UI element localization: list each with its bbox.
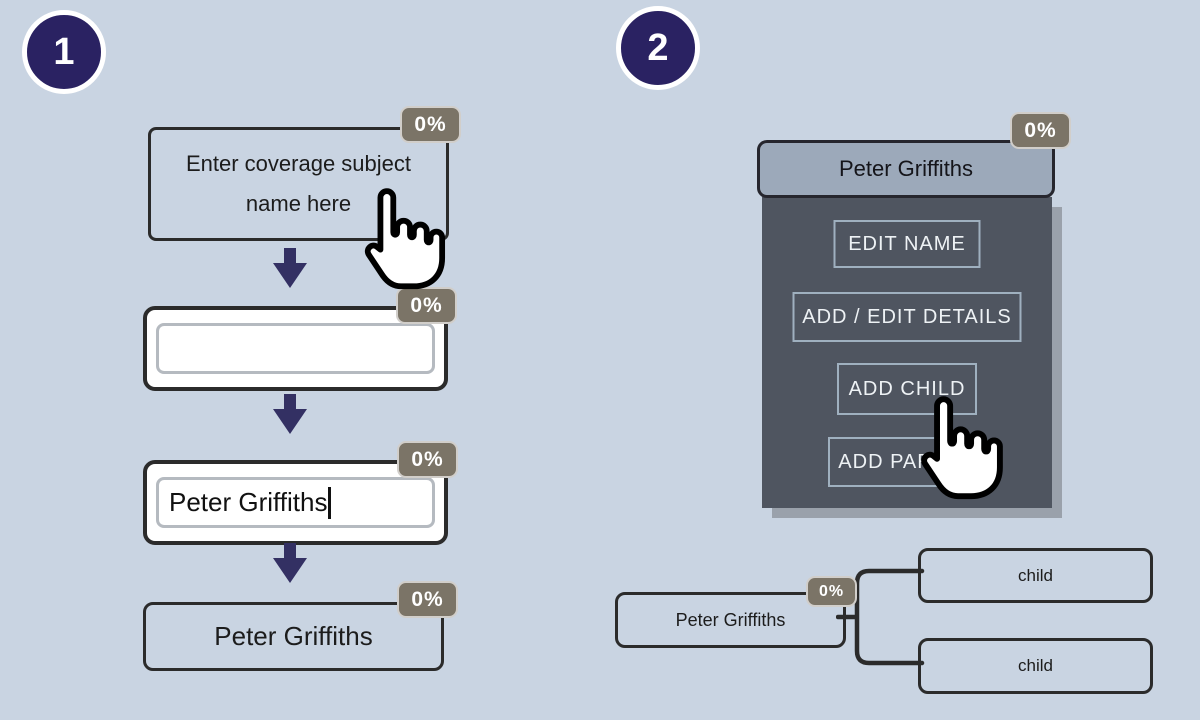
step-1-number: 1	[53, 30, 75, 73]
step-2-number-circle: 2	[616, 6, 700, 90]
progress-badge: 0%	[396, 287, 457, 324]
progress-badge-value: 0%	[414, 112, 447, 136]
arrow-down-icon	[273, 394, 307, 434]
step-2-number: 2	[647, 26, 669, 69]
tree-child-node[interactable]: child	[918, 638, 1153, 694]
context-menu-panel: EDIT NAME ADD / EDIT DETAILS ADD CHILD A…	[762, 197, 1052, 508]
progress-badge: 0%	[397, 581, 458, 618]
hand-pointer-cursor-icon	[921, 396, 1003, 500]
step-1-number-circle: 1	[22, 10, 106, 94]
add-child-button[interactable]: ADD CHILD	[837, 363, 977, 415]
subject-node-label: Peter Griffiths	[214, 621, 373, 651]
edit-name-button[interactable]: EDIT NAME	[833, 220, 981, 268]
name-input-typed-box: Peter Griffiths	[143, 460, 448, 545]
text-caret	[328, 486, 331, 519]
name-input-empty[interactable]	[156, 323, 435, 374]
progress-badge-value: 0%	[411, 447, 444, 471]
add-edit-details-button[interactable]: ADD / EDIT DETAILS	[792, 292, 1022, 342]
tree-child-label: child	[1018, 656, 1053, 675]
arrow-down-icon	[273, 543, 307, 583]
coverage-subject-prompt-text: Enter coverage subject name here	[185, 151, 412, 216]
tree-child-node[interactable]: child	[918, 548, 1153, 603]
tree-root-node[interactable]: Peter Griffiths	[615, 592, 846, 648]
name-input-typed-value: Peter Griffiths	[169, 487, 328, 517]
tree-connector-lines	[836, 568, 925, 666]
coverage-subject-prompt-box[interactable]: Enter coverage subject name here	[148, 127, 449, 241]
name-input-typed[interactable]: Peter Griffiths	[156, 477, 435, 528]
menu-header-subject-name[interactable]: Peter Griffiths	[757, 140, 1055, 198]
progress-badge: 0%	[806, 576, 857, 607]
menu-header-label: Peter Griffiths	[838, 156, 974, 181]
hand-pointer-cursor-icon	[364, 188, 446, 290]
progress-badge: 0%	[397, 441, 458, 478]
progress-badge-value: 0%	[1024, 118, 1057, 142]
tree-root-label: Peter Griffiths	[675, 609, 786, 630]
arrow-down-icon	[273, 248, 307, 288]
tree-child-label: child	[1018, 565, 1053, 585]
progress-badge-value: 0%	[410, 293, 443, 317]
name-input-empty-box	[143, 306, 448, 391]
subject-node-box[interactable]: Peter Griffiths	[143, 602, 444, 671]
progress-badge: 0%	[400, 106, 461, 143]
progress-badge: 0%	[1010, 112, 1071, 149]
progress-badge-value: 0%	[411, 587, 444, 611]
progress-badge-value: 0%	[818, 582, 845, 600]
